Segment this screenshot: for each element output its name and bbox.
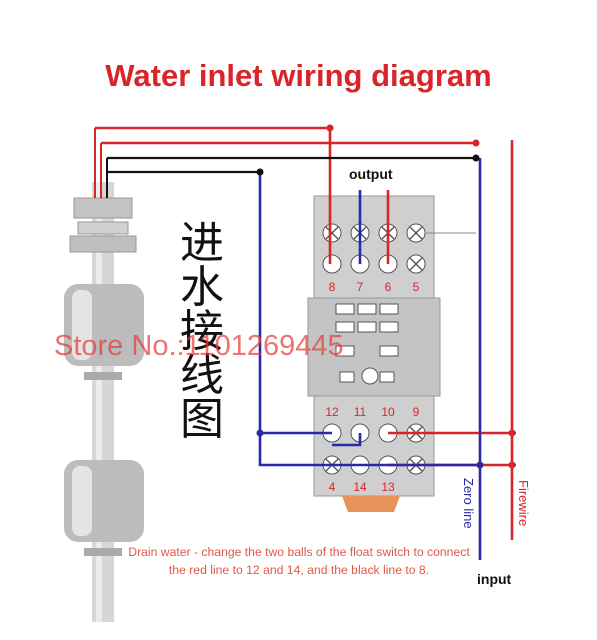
pin-label: 4 — [328, 480, 336, 494]
cjk-char: 线 — [180, 350, 224, 401]
diagram-title: Water inlet wiring diagram — [105, 58, 492, 93]
pin-label: 10 — [381, 405, 395, 419]
cjk-char: 水 — [180, 262, 224, 313]
pin-label: 8 — [328, 280, 336, 294]
zero-line-label: Zero line — [461, 478, 476, 529]
pin-label: 9 — [412, 405, 420, 419]
pin-label: 7 — [356, 280, 364, 294]
float-switch — [64, 128, 144, 622]
drain-water-note: Drain water - change the two balls of th… — [128, 545, 470, 577]
cjk-char: 进 — [180, 218, 224, 269]
firewire-label: Firewire — [516, 480, 531, 527]
black-wires — [107, 156, 476, 174]
pin-label: 12 — [325, 405, 339, 419]
pin-label: 6 — [384, 280, 392, 294]
pin-label: 5 — [412, 280, 420, 294]
output-label: output — [349, 166, 393, 182]
pin-label: 13 — [381, 480, 395, 494]
store-watermark: Store No.:1101269445 — [54, 330, 344, 362]
cjk-char: 接 — [180, 306, 224, 357]
relay-socket — [307, 195, 476, 512]
pin-label: 14 — [353, 480, 367, 494]
blue-wires — [258, 158, 482, 560]
input-label: input — [477, 571, 512, 587]
junction-dots — [256, 124, 516, 469]
cjk-char: 图 — [180, 394, 224, 445]
cjk-label: 进 水 接 线 图 — [172, 222, 232, 442]
pin-label: 11 — [353, 405, 367, 419]
